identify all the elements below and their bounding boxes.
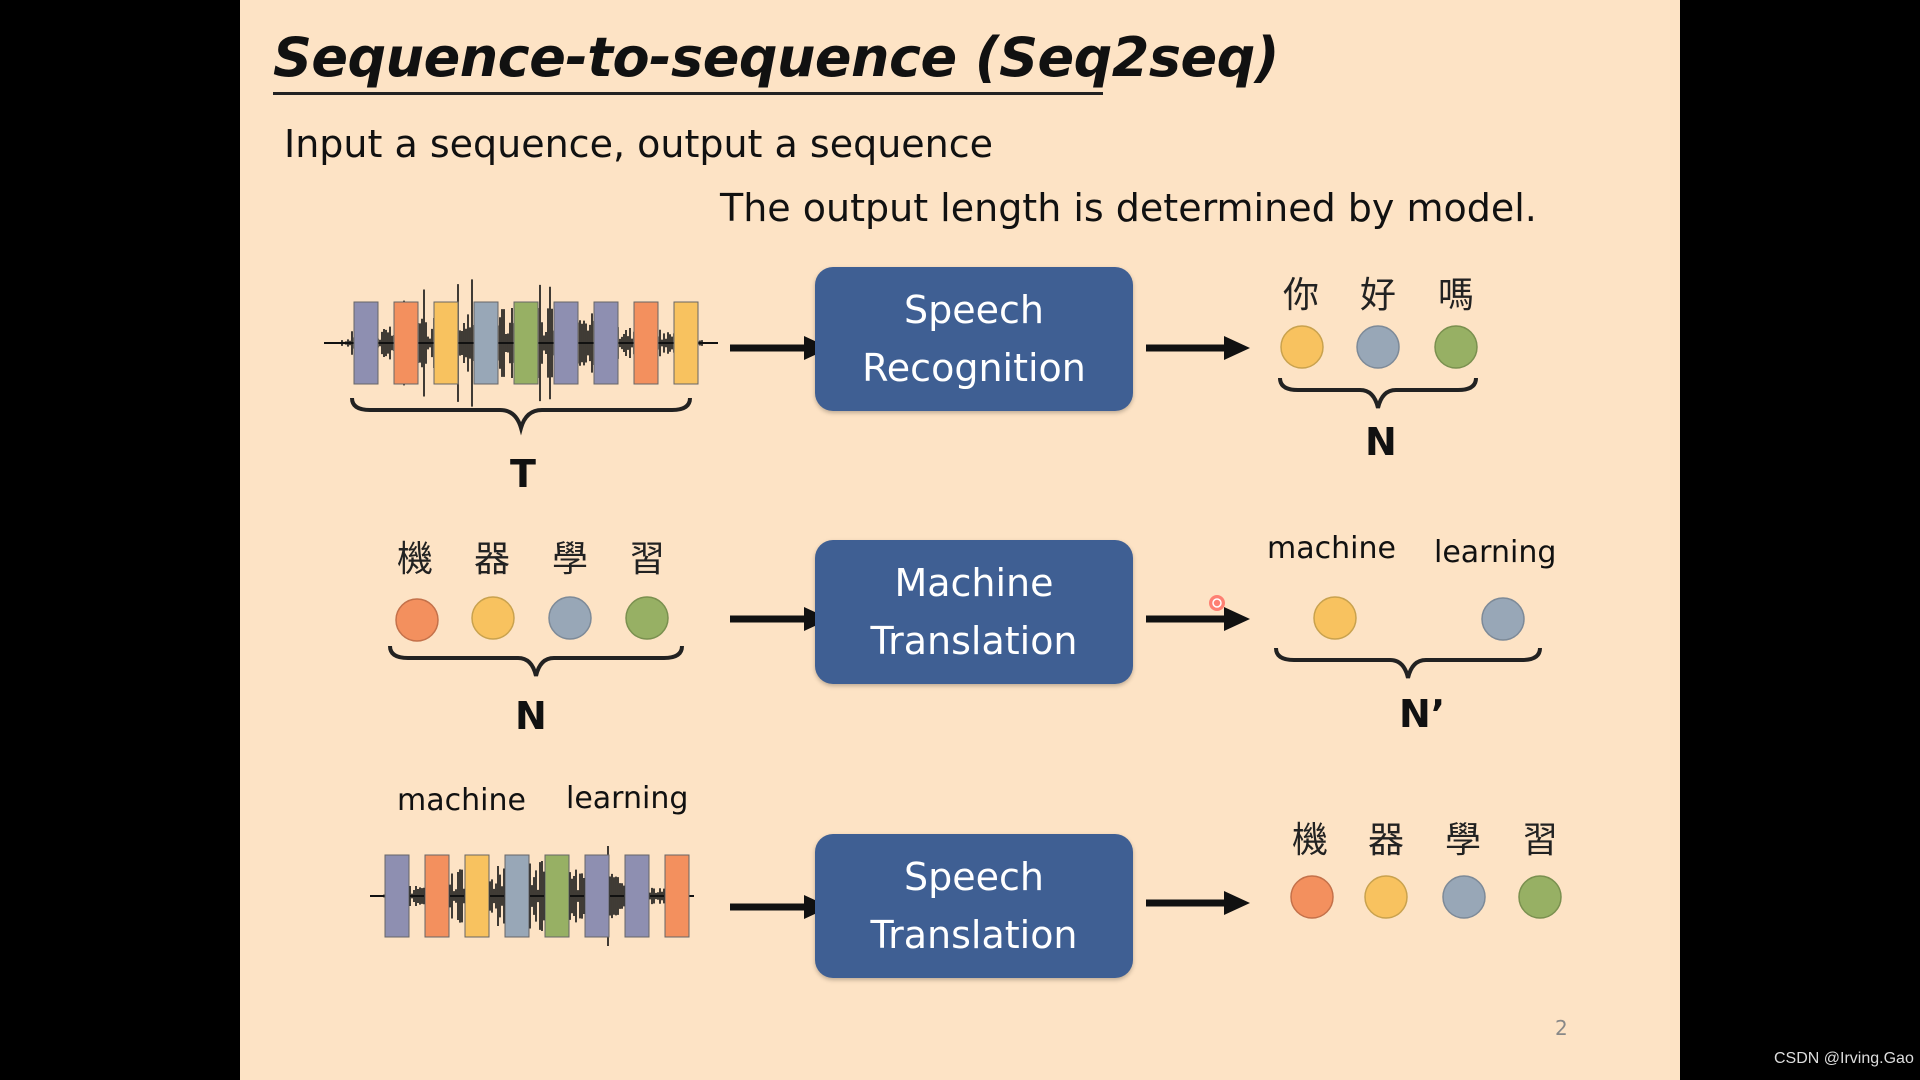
vector-bar [513, 301, 539, 385]
slide-subtitle: Input a sequence, output a sequence [284, 122, 994, 166]
vector-bar [464, 854, 490, 938]
input-length-label: N [515, 694, 547, 738]
vector-circle [1356, 325, 1400, 369]
vector-circle [548, 596, 592, 640]
vector-bar [433, 301, 459, 385]
vector-bar [353, 301, 379, 385]
watermark: CSDN @Irving.Gao [1774, 1050, 1914, 1067]
vector-circle [1481, 597, 1525, 641]
vector-circle [1313, 596, 1357, 640]
brace-output-row1 [1278, 377, 1478, 409]
speech-translation-box: Speech Translation [815, 834, 1133, 978]
output-length-label: N [1365, 420, 1397, 464]
vector-circle [1442, 875, 1486, 919]
machine-translation-box: Machine Translation [815, 540, 1133, 684]
vector-bar [544, 854, 570, 938]
vector-bar [593, 301, 619, 385]
input-word: machine [397, 783, 526, 818]
box-line2: Recognition [862, 346, 1086, 390]
input-char: 機 [397, 539, 434, 580]
vector-circle [1364, 875, 1408, 919]
vector-bar [664, 854, 690, 938]
output-char: 器 [1368, 820, 1405, 861]
output-char: 習 [1522, 820, 1559, 861]
output-word: learning [1434, 535, 1557, 570]
input-word: learning [566, 781, 689, 816]
speech-vectors-row3 [384, 854, 690, 938]
box-line2: Translation [870, 619, 1078, 663]
vector-bar [673, 301, 699, 385]
input-char: 學 [552, 539, 589, 580]
vector-bar [633, 301, 659, 385]
vector-circle [1290, 875, 1334, 919]
output-char: 好 [1360, 275, 1397, 316]
brace-input-row1 [350, 397, 692, 436]
vector-bar [504, 854, 530, 938]
output-length-label: N’ [1399, 692, 1446, 736]
brace-output-row2 [1274, 647, 1542, 679]
output-char: 嗎 [1438, 275, 1475, 316]
page-number: 2 [1555, 1016, 1568, 1040]
input-char: 習 [629, 539, 666, 580]
arrow-right [1146, 891, 1250, 915]
speech-vectors-row1 [353, 301, 699, 385]
output-char: 機 [1292, 820, 1329, 861]
vector-circle [1280, 325, 1324, 369]
vector-bar [553, 301, 579, 385]
box-line1: Speech [904, 288, 1044, 332]
vector-circle [625, 596, 669, 640]
diagram-graphics [324, 279, 1562, 947]
output-length-note: The output length is determined by model… [720, 186, 1537, 230]
box-line1: Speech [904, 855, 1044, 899]
vector-circle [1518, 875, 1562, 919]
output-vectors-row1 [1280, 325, 1478, 369]
slide: Sequence-to-sequence (Seq2seq) Input a s… [240, 0, 1680, 1080]
input-length-label: T [510, 452, 536, 496]
vector-bar [424, 854, 450, 938]
speech-recognition-box: Speech Recognition [815, 267, 1133, 411]
output-char: 你 [1283, 275, 1320, 316]
vector-circle [395, 598, 439, 642]
vector-bar [384, 854, 410, 938]
title-underline [273, 92, 1103, 95]
brace-input-row2 [388, 645, 684, 677]
input-vectors-row2 [395, 596, 669, 642]
box-line2: Translation [870, 913, 1078, 957]
arrow-right [1146, 607, 1250, 631]
box-line1: Machine [894, 561, 1054, 605]
vector-bar [393, 301, 419, 385]
output-word: machine [1267, 531, 1396, 566]
arrows [730, 336, 1250, 919]
vector-circle [1434, 325, 1478, 369]
slide-title: Sequence-to-sequence (Seq2seq) [273, 26, 1279, 89]
input-char: 器 [474, 539, 511, 580]
arrow-right [1146, 336, 1250, 360]
output-char: 學 [1445, 820, 1482, 861]
vector-bar [624, 854, 650, 938]
output-vectors-row2 [1313, 596, 1525, 641]
vector-bar [584, 854, 610, 938]
vector-bar [473, 301, 499, 385]
pointer-dot [1209, 595, 1225, 611]
output-vectors-row3 [1290, 875, 1562, 919]
vector-circle [471, 596, 515, 640]
